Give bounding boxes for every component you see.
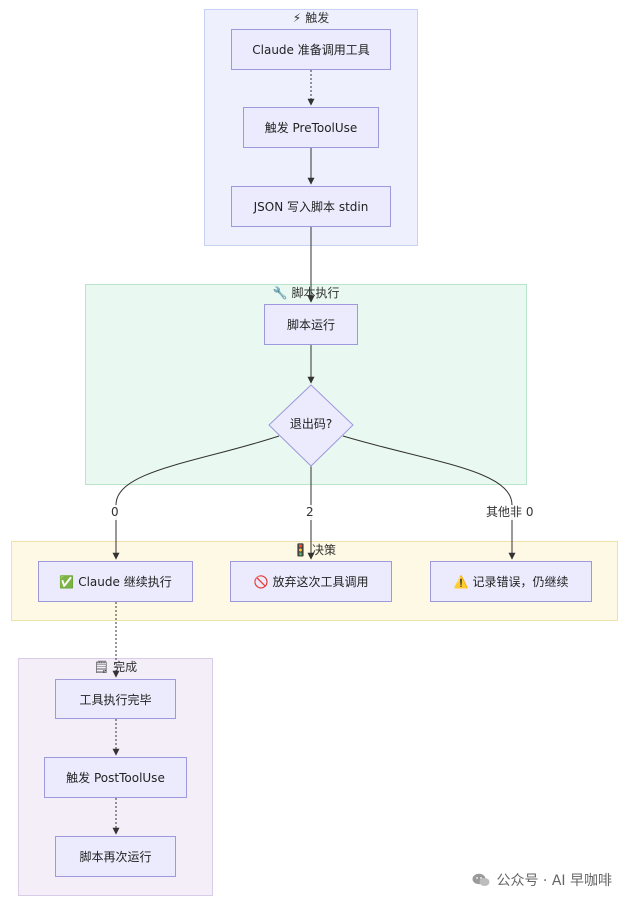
watermark-text: 公众号 · AI 早咖啡	[496, 873, 612, 889]
node-run-script: 脚本运行	[264, 304, 358, 345]
notepad-icon: 🗒	[93, 660, 110, 674]
node-continue-label: Claude 继续执行	[78, 575, 172, 589]
decision-exit-code: 退出码?	[289, 417, 333, 431]
warning-icon: ⚠️	[453, 574, 469, 589]
lightning-icon: ⚡	[292, 11, 302, 25]
group-decide-title: 🚦决策	[12, 543, 617, 557]
edge-exit-other	[342, 435, 516, 560]
edge-exit-zero	[112, 435, 280, 560]
edge-label-two: 2	[303, 505, 317, 520]
node-log-error: ⚠️记录错误，仍继续	[430, 561, 592, 602]
node-log-error-label: 记录错误，仍继续	[472, 575, 569, 589]
node-trigger-pretooluse: 触发 PreToolUse	[243, 107, 379, 148]
prohibited-icon: 🚫	[253, 574, 269, 589]
group-done-label: 完成	[113, 660, 138, 674]
traffic-light-icon: 🚦	[293, 543, 308, 557]
node-script-run-again: 脚本再次运行	[55, 836, 176, 877]
node-json-stdin: JSON 写入脚本 stdin	[231, 186, 391, 227]
check-mark-icon: ✅	[59, 574, 75, 589]
group-done-title: 🗒完成	[19, 660, 212, 674]
group-trigger-title: ⚡触发	[205, 11, 417, 25]
node-claude-prepare: Claude 准备调用工具	[231, 29, 391, 70]
wrench-icon: 🔧	[272, 286, 288, 300]
node-abort-tool-call: 🚫放弃这次工具调用	[230, 561, 392, 602]
group-exec-label: 脚本执行	[291, 286, 340, 300]
edge-label-zero: 0	[108, 505, 122, 520]
group-trigger-label: 触发	[305, 11, 330, 25]
group-decide-label: 决策	[311, 543, 336, 557]
group-exec-title: 🔧脚本执行	[86, 286, 526, 300]
group-script-exec: 🔧脚本执行	[85, 284, 527, 485]
decision-diamond-shape	[268, 384, 354, 467]
node-abort-label: 放弃这次工具调用	[272, 575, 369, 589]
edge-label-other-nonzero: 其他非 0	[483, 505, 537, 520]
watermark: 公众号 · AI 早咖啡	[472, 870, 612, 890]
node-tool-done: 工具执行完毕	[55, 679, 176, 719]
wechat-icon	[472, 873, 490, 887]
node-trigger-posttooluse: 触发 PostToolUse	[44, 757, 187, 798]
node-claude-continue: ✅Claude 继续执行	[38, 561, 193, 602]
